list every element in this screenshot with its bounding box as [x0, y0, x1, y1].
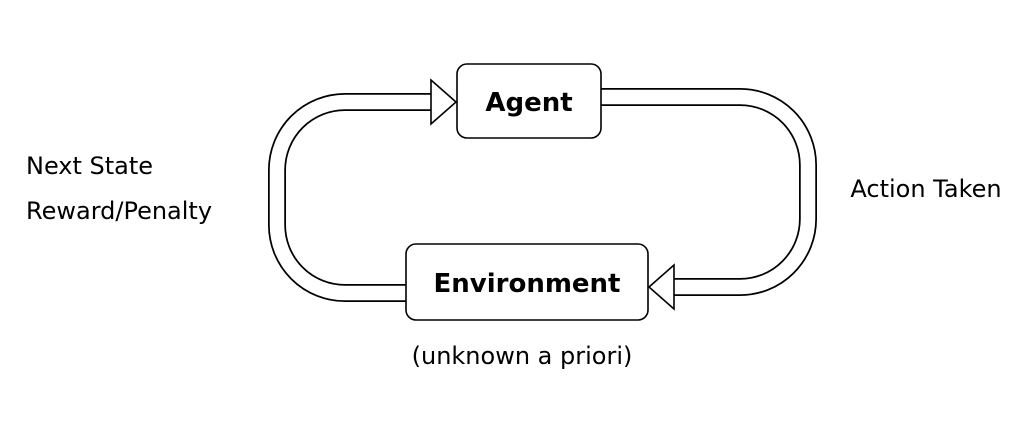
feedback-arrow-head: [430, 78, 458, 126]
feedback-arrow: [268, 78, 458, 302]
action-label: Action Taken: [850, 175, 1001, 203]
feedback-label-line1: Next State: [26, 152, 153, 180]
feedback-label-line2: Reward/Penalty: [26, 197, 212, 225]
environment-label: Environment: [434, 269, 621, 299]
agent-label: Agent: [485, 88, 572, 118]
agent-node: Agent: [456, 63, 602, 139]
action-arrow-head: [647, 263, 675, 311]
environment-note: (unknown a priori): [412, 342, 633, 370]
action-arrow: [598, 88, 817, 311]
environment-node: Environment: [405, 243, 649, 321]
